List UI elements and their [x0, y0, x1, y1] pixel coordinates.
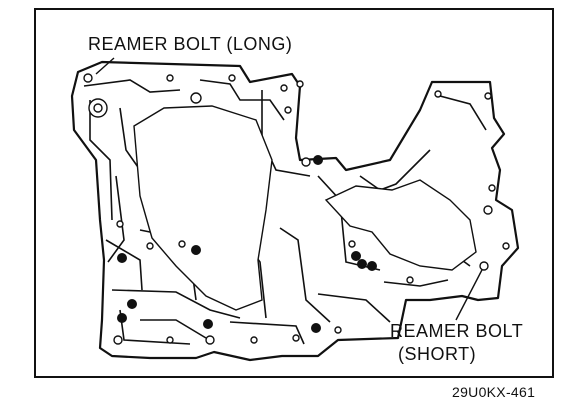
- bolt-marker: [367, 261, 377, 271]
- ports: [83, 73, 510, 345]
- bolt-marker: [203, 319, 213, 329]
- label-reamer-bolt-long: REAMER BOLT (LONG): [88, 34, 293, 54]
- leader-line-short: [455, 265, 485, 321]
- label-short-qualifier: (SHORT): [398, 344, 477, 364]
- reamer-bolts: [117, 155, 377, 333]
- bolt-marker: [127, 299, 137, 309]
- plate-openings: [133, 105, 477, 311]
- leader-line-long: [95, 57, 115, 75]
- bolt-marker: [117, 253, 127, 263]
- figure-id: 29U0KX-461: [452, 384, 536, 400]
- bolt-marker: [117, 313, 127, 323]
- label-reamer-bolt-short: REAMER BOLT: [390, 321, 524, 341]
- bolt-marker: [313, 155, 323, 165]
- bolt-marker: [311, 323, 321, 333]
- bolt-marker: [351, 251, 361, 261]
- leader-target-short: [479, 261, 489, 271]
- bolt-marker: [357, 259, 367, 269]
- bolt-marker: [191, 245, 201, 255]
